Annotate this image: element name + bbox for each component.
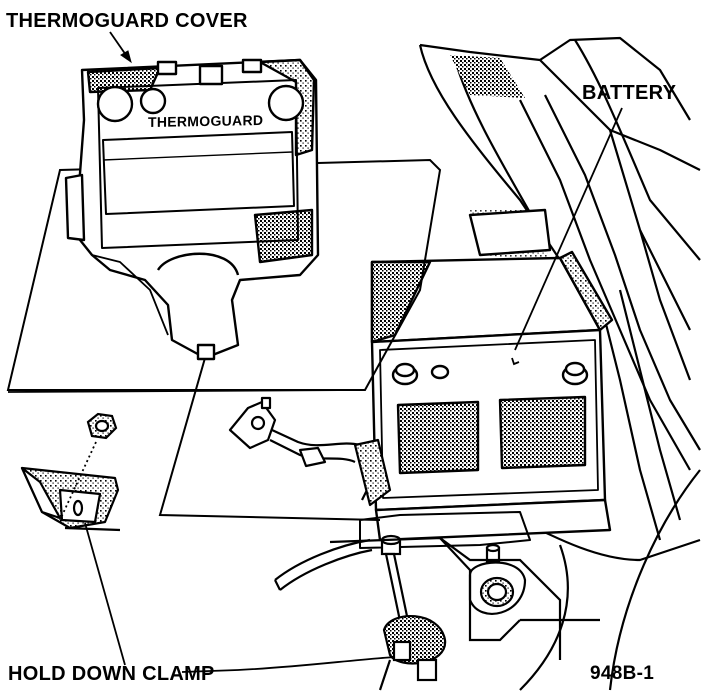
panel-divider	[7, 389, 361, 393]
leader-lines	[59, 31, 623, 673]
battery-pointer-mark	[511, 357, 520, 366]
hold-down-clamp-part	[20, 466, 121, 532]
hold-down-clamp-label: HOLD DOWN CLAMP	[8, 663, 215, 685]
battery-tray	[274, 536, 600, 691]
thermoguard-cover	[64, 58, 320, 361]
tray-bolt-hole	[468, 543, 527, 615]
cover-arrowhead	[120, 50, 132, 64]
cover-panel-outline	[6, 158, 442, 391]
thermoguard-embossed-text: THERMOGUARD	[148, 111, 264, 131]
fender-shade	[450, 55, 525, 98]
hold-down-rod	[380, 534, 447, 682]
battery-cable	[228, 396, 392, 507]
figure-number: 948B-1	[590, 663, 655, 684]
clamp-nut	[86, 412, 118, 440]
cover-panel-lower-line	[158, 357, 381, 521]
thermoguard-cover-label: THERMOGUARD COVER	[6, 10, 248, 32]
battery-label: BATTERY	[582, 82, 677, 104]
battery	[359, 208, 614, 549]
